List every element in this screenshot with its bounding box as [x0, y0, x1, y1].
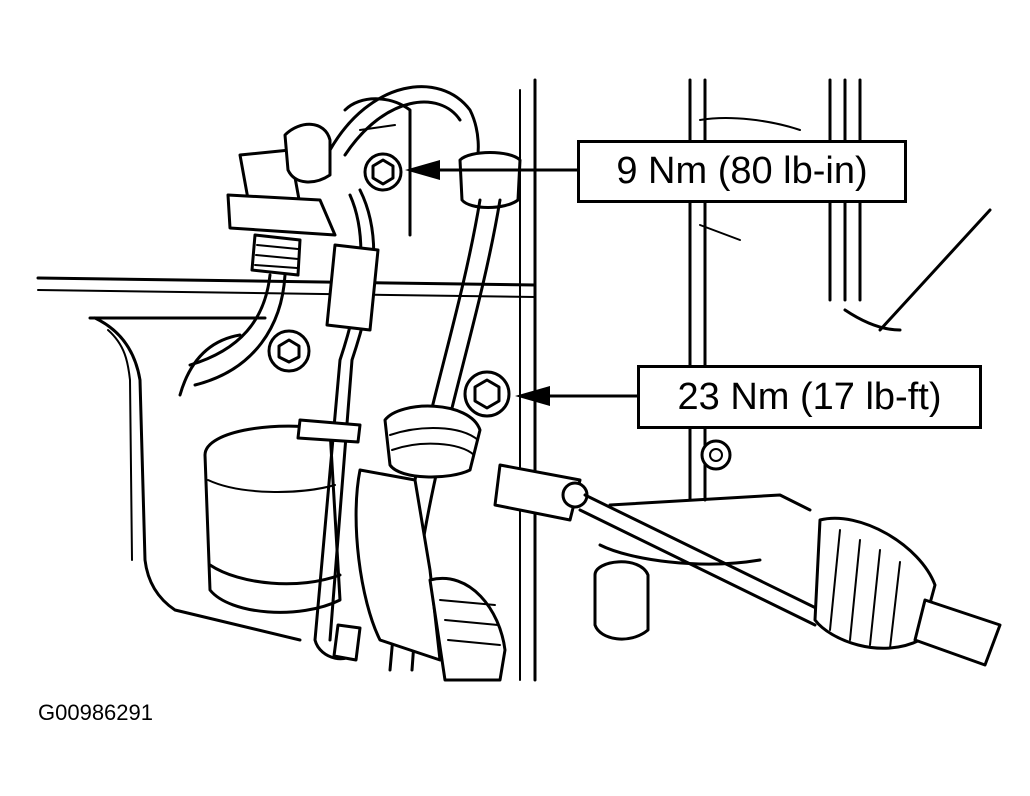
upper-bolt — [343, 97, 412, 237]
leader-arrows — [405, 160, 639, 406]
sensor-connector — [188, 122, 337, 387]
torque-label-lower: 23 Nm (17 lb-ft) — [677, 375, 942, 418]
torque-label-upper: 9 Nm (80 lb-in) — [616, 150, 868, 192]
oil-filter — [203, 424, 342, 614]
steering-rack — [383, 404, 1002, 667]
lower-bolt — [267, 329, 511, 418]
torque-callout-upper-bolt: 9 Nm (80 lb-in) — [577, 140, 907, 203]
pump-housing — [354, 468, 507, 682]
tube-lines — [296, 85, 522, 672]
arrow-upper-icon — [405, 160, 440, 180]
torque-callout-lower-bolt: 23 Nm (17 lb-ft) — [637, 365, 982, 429]
figure-id-label: G00986291 — [38, 700, 153, 725]
arrow-lower-icon — [515, 386, 550, 406]
engine-block-outline — [36, 276, 537, 642]
